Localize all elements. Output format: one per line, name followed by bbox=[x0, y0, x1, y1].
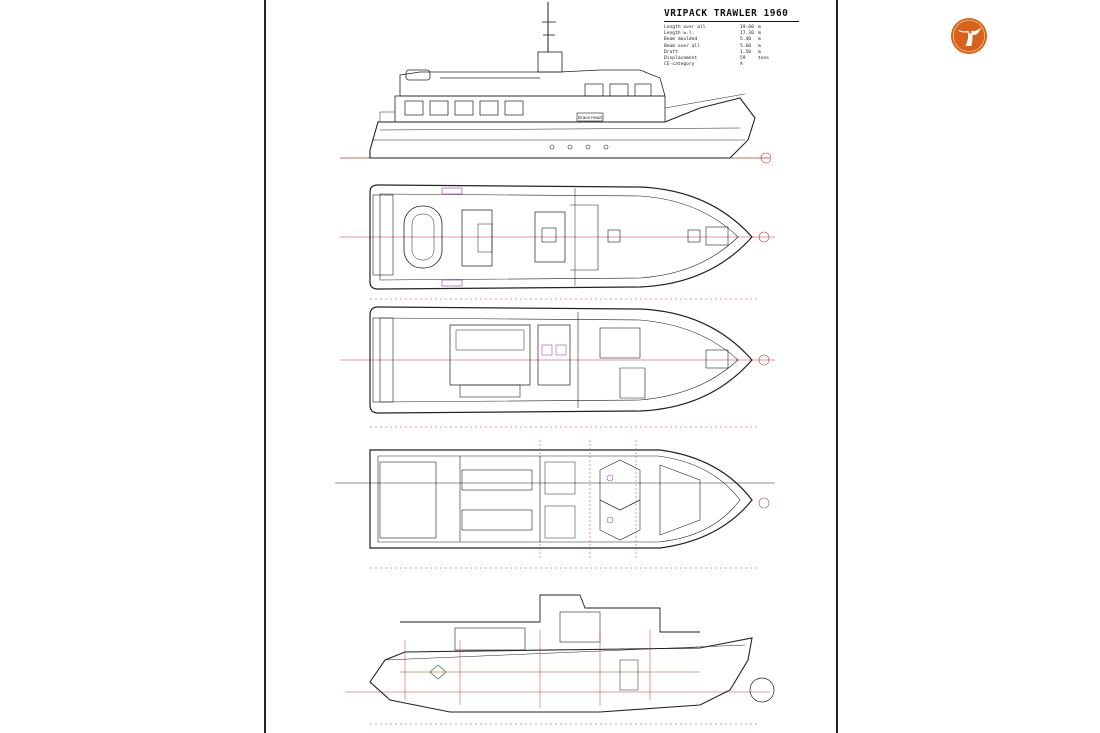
spec-unit: m bbox=[758, 49, 761, 55]
spec-row: Draft 1.50 m bbox=[664, 50, 799, 56]
drawing-title: VRIPACK TRAWLER 1960 bbox=[664, 8, 799, 22]
spec-value: 17.30 bbox=[740, 31, 754, 37]
spec-value: 19.60 bbox=[740, 25, 754, 30]
spec-row: CE-category A bbox=[664, 62, 799, 68]
spec-label: CE-category bbox=[664, 62, 695, 68]
spec-unit bbox=[758, 62, 772, 68]
spec-label: Displacement bbox=[664, 56, 698, 62]
spec-unit: m bbox=[758, 31, 761, 37]
flybridge-deck-plan bbox=[340, 184, 775, 300]
spec-value: 5.60 bbox=[740, 43, 752, 49]
spec-row: Beam over all 5.60 m bbox=[664, 44, 799, 50]
title-block: VRIPACK TRAWLER 1960 Length over all 19.6… bbox=[664, 8, 799, 68]
name-board: Grace Heart bbox=[578, 115, 603, 120]
spec-value: A bbox=[740, 62, 743, 68]
spec-label: Length w.l. bbox=[664, 31, 695, 37]
spec-label: Length over all bbox=[664, 25, 706, 30]
spec-row: Beam moulded 5.40 m bbox=[664, 37, 799, 43]
main-deck-plan bbox=[340, 306, 775, 428]
spec-unit: m bbox=[758, 25, 761, 30]
spec-unit: m bbox=[758, 43, 761, 49]
spec-unit: m bbox=[758, 37, 761, 43]
spec-row: Length over all 19.60 m bbox=[664, 25, 799, 31]
side-profile-view: Grace Heart bbox=[340, 2, 772, 164]
spec-label: Beam moulded bbox=[664, 37, 698, 43]
spec-value: 5.40 bbox=[740, 37, 752, 43]
spec-label: Draft bbox=[664, 49, 678, 55]
longitudinal-section bbox=[345, 594, 775, 725]
spec-value: 1.50 bbox=[740, 49, 752, 55]
whale-tail-icon bbox=[950, 17, 988, 55]
lower-deck-plan bbox=[335, 440, 775, 569]
spec-unit: tons bbox=[758, 56, 770, 62]
spec-value: 59 bbox=[740, 56, 746, 62]
spec-label: Beam over all bbox=[664, 43, 700, 49]
spec-row: Length w.l. 17.30 m bbox=[664, 31, 799, 37]
spec-row: Displacement 59 tons bbox=[664, 56, 799, 62]
